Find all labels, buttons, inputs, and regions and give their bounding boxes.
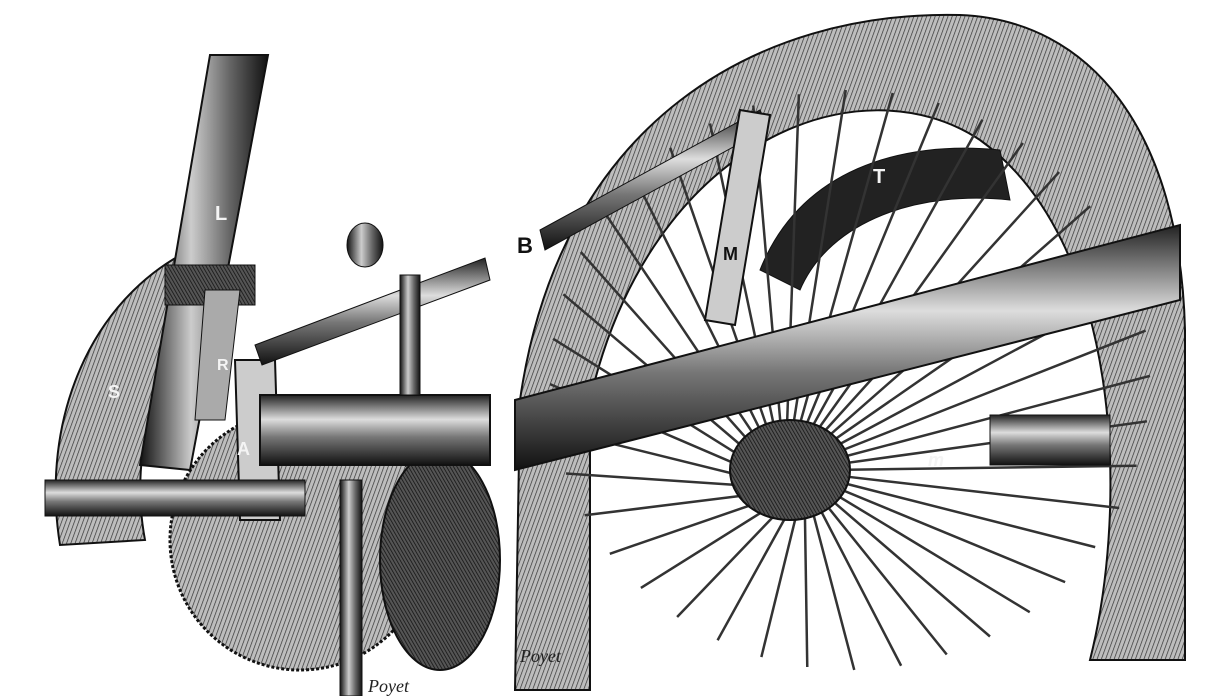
- arm-r: [194, 289, 241, 421]
- spoke: [826, 329, 1147, 458]
- support-rod: [339, 479, 363, 696]
- main-cross-tube: [259, 394, 491, 466]
- right-panel-wheel-hub: B M T m Poyet: [513, 13, 1186, 691]
- post-knob: [346, 222, 384, 268]
- spoke: [823, 486, 1031, 614]
- spoke: [760, 499, 802, 658]
- label-m: M: [723, 244, 738, 264]
- spoke: [816, 493, 948, 656]
- label-m-lower: m: [928, 450, 944, 470]
- spoke: [808, 142, 1024, 443]
- main-axle-tube: [514, 223, 1181, 472]
- label-l: L: [215, 203, 227, 225]
- label-a: A: [237, 439, 250, 459]
- spoke: [603, 212, 773, 462]
- vertical-post: [399, 274, 421, 396]
- spoke: [828, 374, 1151, 462]
- stub-axle: [989, 414, 1111, 466]
- label-s: S: [108, 382, 120, 402]
- spoke: [829, 464, 1137, 472]
- label-t: T: [873, 166, 885, 188]
- drag-link-rod: [254, 257, 491, 366]
- rear-wheel-rim: [379, 449, 501, 671]
- spoke: [828, 478, 1096, 549]
- link-m: [703, 108, 772, 327]
- label-r: R: [217, 357, 229, 374]
- spoke: [812, 496, 903, 667]
- spoke: [829, 473, 1120, 510]
- horizontal-axle: [44, 479, 306, 517]
- label-b: B: [517, 233, 533, 258]
- spoke: [820, 490, 991, 638]
- engraver-signature-right: Poyet: [519, 646, 562, 666]
- engraver-signature-left: Poyet: [367, 676, 410, 696]
- spoke: [716, 499, 797, 641]
- hub: [729, 419, 851, 521]
- spoke: [826, 482, 1066, 584]
- spoke: [803, 499, 809, 668]
- steering-column-l: [138, 54, 270, 472]
- spoke: [808, 498, 856, 671]
- left-panel-steering-mechanism: L R S A Poyet: [44, 54, 501, 696]
